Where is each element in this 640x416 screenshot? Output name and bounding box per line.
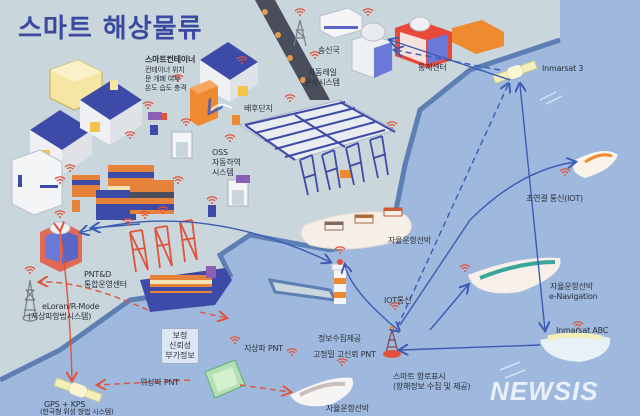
label-inmarsat3: Inmarsat 3 [542, 64, 584, 73]
page-title: 스마트 해상물류 [18, 14, 203, 44]
label-smart-buoy-1: 스마트 항로표시 [393, 372, 446, 381]
label-logistics-complex: 배후단지 [244, 104, 273, 113]
label-terrestrial-pnt: 지상파 PNT [244, 344, 283, 353]
correction-line-1: 보정 [172, 331, 188, 340]
label-iot-comm: IOT통신 [384, 296, 412, 305]
label-oss-3: 시스템 [212, 168, 234, 177]
label-eloran-1: eLoran/R-Mode [42, 302, 100, 311]
label-smart-container-detail-2: 문 개폐 여부 [145, 75, 181, 83]
correction-line-3: 부가정보 [165, 351, 195, 360]
correction-line-2: 신뢰성 [168, 341, 192, 350]
label-gps-kps-1: GPS + KPS [44, 400, 86, 409]
newsis-watermark: NEWSIS [490, 376, 599, 406]
label-smart-buoy-2: (항해정보 수집 및 제공) [393, 382, 471, 391]
label-hyperconnected-iot: 초연결 통신(IOT) [526, 194, 583, 203]
label-eloran-2: (지상파항법시스템) [28, 312, 92, 321]
label-fixed-pnt: 고정밀 고신뢰 PNT [313, 350, 376, 359]
label-pnt-center-1: PNT&D [84, 270, 112, 279]
label-smart-container-title: 스마트컨테이너 [145, 55, 196, 64]
label-broadcast-station: 송신국 [318, 46, 340, 55]
label-satellite-pnt: 위성파 PNT [140, 378, 179, 387]
label-gps-kps-2: (한국형 위성 항법 시스템) [40, 408, 114, 416]
correction-info-box: 보정 신뢰성 부가정보 [161, 328, 199, 364]
label-autonomous-ship-bottom: 자율운항선박 [326, 404, 369, 413]
label-e-nav-ship-1: 자율운항선박 [550, 282, 593, 291]
label-control-center: 통제센터 [418, 63, 447, 72]
label-oss-2: 자동하역 [212, 158, 241, 167]
label-smart-container-detail-1: 컨테이너 위치 [145, 66, 185, 74]
label-oss-1: OSS [212, 148, 228, 157]
label-autonomous-ship-port: 자율운항선박 [388, 236, 431, 245]
label-pnt-center-2: 통합운영센터 [84, 280, 127, 289]
label-auto-rail-1: 자동레일 [308, 68, 337, 77]
label-auto-rail-2: 운송시스템 [304, 78, 340, 87]
label-inmarsat-abc: Inmarsat ABC [556, 326, 609, 335]
label-info-collect: 정보수집제공 [318, 334, 361, 343]
label-e-nav-ship-2: e-Navigation [549, 292, 598, 301]
label-smart-container-detail-3: 온도 습도 충격 [145, 84, 187, 92]
